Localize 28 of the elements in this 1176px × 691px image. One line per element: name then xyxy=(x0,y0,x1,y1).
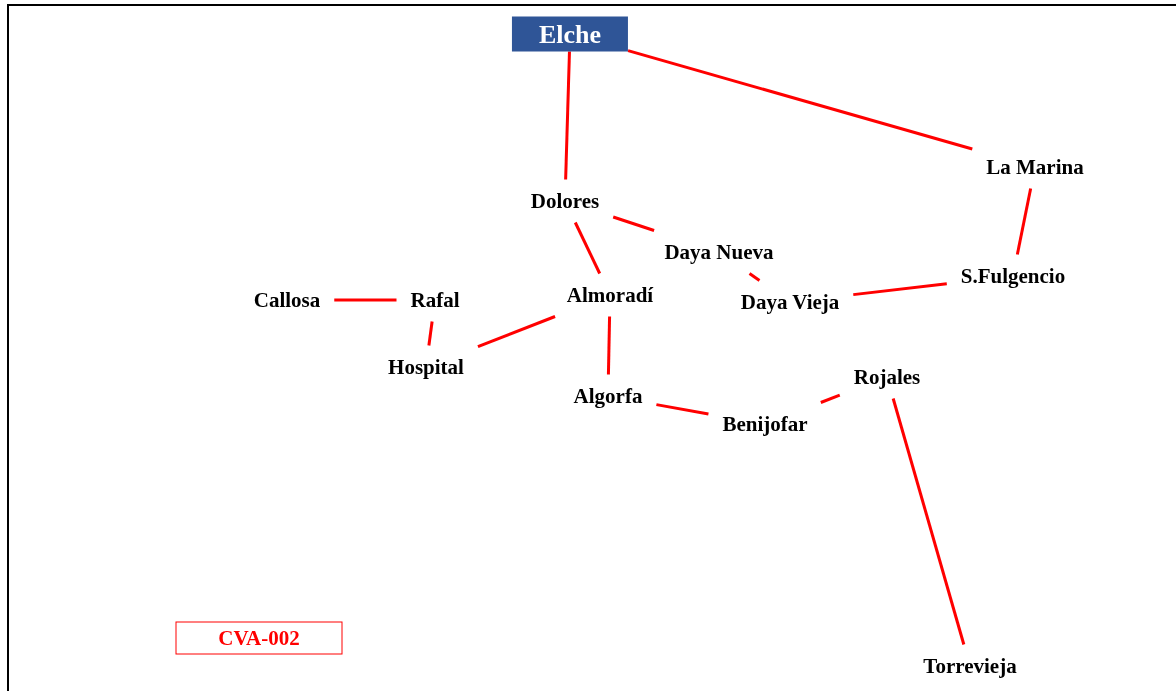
connector-line xyxy=(820,393,841,404)
connector-line xyxy=(612,215,655,232)
connector-line xyxy=(477,315,556,349)
place-label: Rafal xyxy=(396,278,474,322)
place-label: Almoradí xyxy=(552,273,668,317)
place-label: Benijofar xyxy=(708,402,822,446)
connector-line xyxy=(891,398,966,645)
place-label: Dolores xyxy=(516,179,614,223)
place-label: Daya Vieja xyxy=(726,280,854,324)
place-label: Hospital xyxy=(374,345,478,389)
connector-line xyxy=(334,298,397,302)
place-label: Callosa xyxy=(239,278,335,322)
place-label: Rojales xyxy=(839,355,935,399)
connector-line xyxy=(853,282,947,297)
connector-line xyxy=(627,49,973,151)
place-label: Daya Nueva xyxy=(650,230,788,274)
place-label: Algorfa xyxy=(559,374,657,418)
title-box: Elche xyxy=(511,16,629,52)
connector-line xyxy=(564,51,571,180)
connector-line xyxy=(1015,188,1033,255)
connector-line xyxy=(427,321,434,346)
connector-line xyxy=(573,221,602,275)
place-label: S.Fulgencio xyxy=(946,254,1080,298)
place-label: La Marina xyxy=(972,145,1098,189)
connector-line xyxy=(748,272,761,282)
place-label: Torrevieja xyxy=(909,644,1031,688)
connector-line xyxy=(606,316,612,375)
connector-line xyxy=(656,403,709,416)
